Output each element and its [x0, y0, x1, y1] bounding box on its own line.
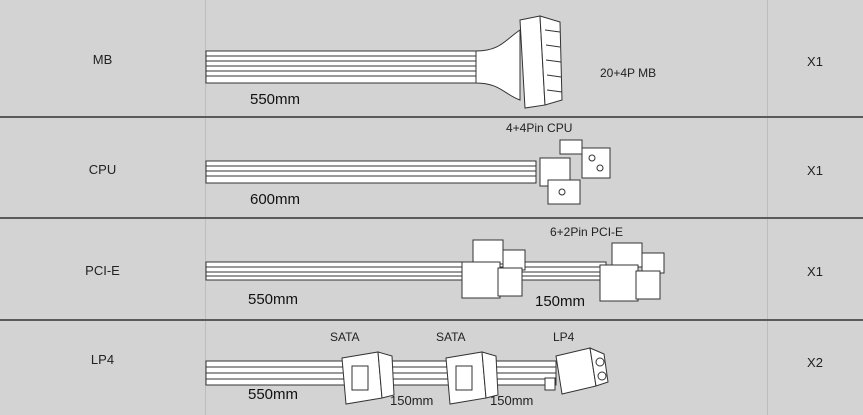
cable-name: LP4 — [90, 352, 115, 367]
connector-label: 6+2Pin PCI-E — [550, 225, 624, 239]
connector-label: 20+4P MB — [600, 66, 657, 80]
quantity: X1 — [807, 264, 823, 279]
connector-label: SATA — [436, 330, 466, 344]
column-divider — [767, 0, 768, 415]
mb-cable — [205, 29, 521, 101]
cable-length: 550mm — [248, 291, 299, 308]
connector-label: SATA — [330, 330, 360, 344]
pcie-connector-icon — [461, 239, 526, 299]
cable-length: 550mm — [248, 386, 299, 403]
quantity: X1 — [807, 54, 823, 69]
cable-length: 600mm — [250, 191, 301, 208]
row-divider — [0, 319, 863, 321]
row-divider — [0, 116, 863, 118]
cable-name: CPU — [88, 162, 117, 177]
sata-connector-icon — [445, 351, 499, 405]
cpu-cable — [205, 160, 537, 184]
connector-label: LP4 — [553, 330, 575, 344]
cable-name: PCI-E — [85, 263, 120, 278]
quantity: X2 — [807, 355, 823, 370]
column-divider — [205, 0, 206, 415]
cable-name: MB — [92, 52, 113, 67]
cable-length: 150mm — [535, 293, 586, 310]
pcie-cable — [205, 261, 607, 281]
cable-length: 550mm — [250, 91, 301, 108]
pcie-connector-icon — [599, 242, 665, 302]
row-divider — [0, 217, 863, 219]
cpu-connector-icon — [539, 139, 611, 205]
quantity: X1 — [807, 163, 823, 178]
sata-connector-icon — [341, 351, 395, 405]
mb-connector-icon — [519, 15, 563, 109]
connector-label: 4+4Pin CPU — [506, 121, 573, 135]
cable-length: 150mm — [390, 393, 434, 408]
cable-length: 150mm — [490, 393, 534, 408]
lp4-connector-icon — [544, 347, 609, 395]
